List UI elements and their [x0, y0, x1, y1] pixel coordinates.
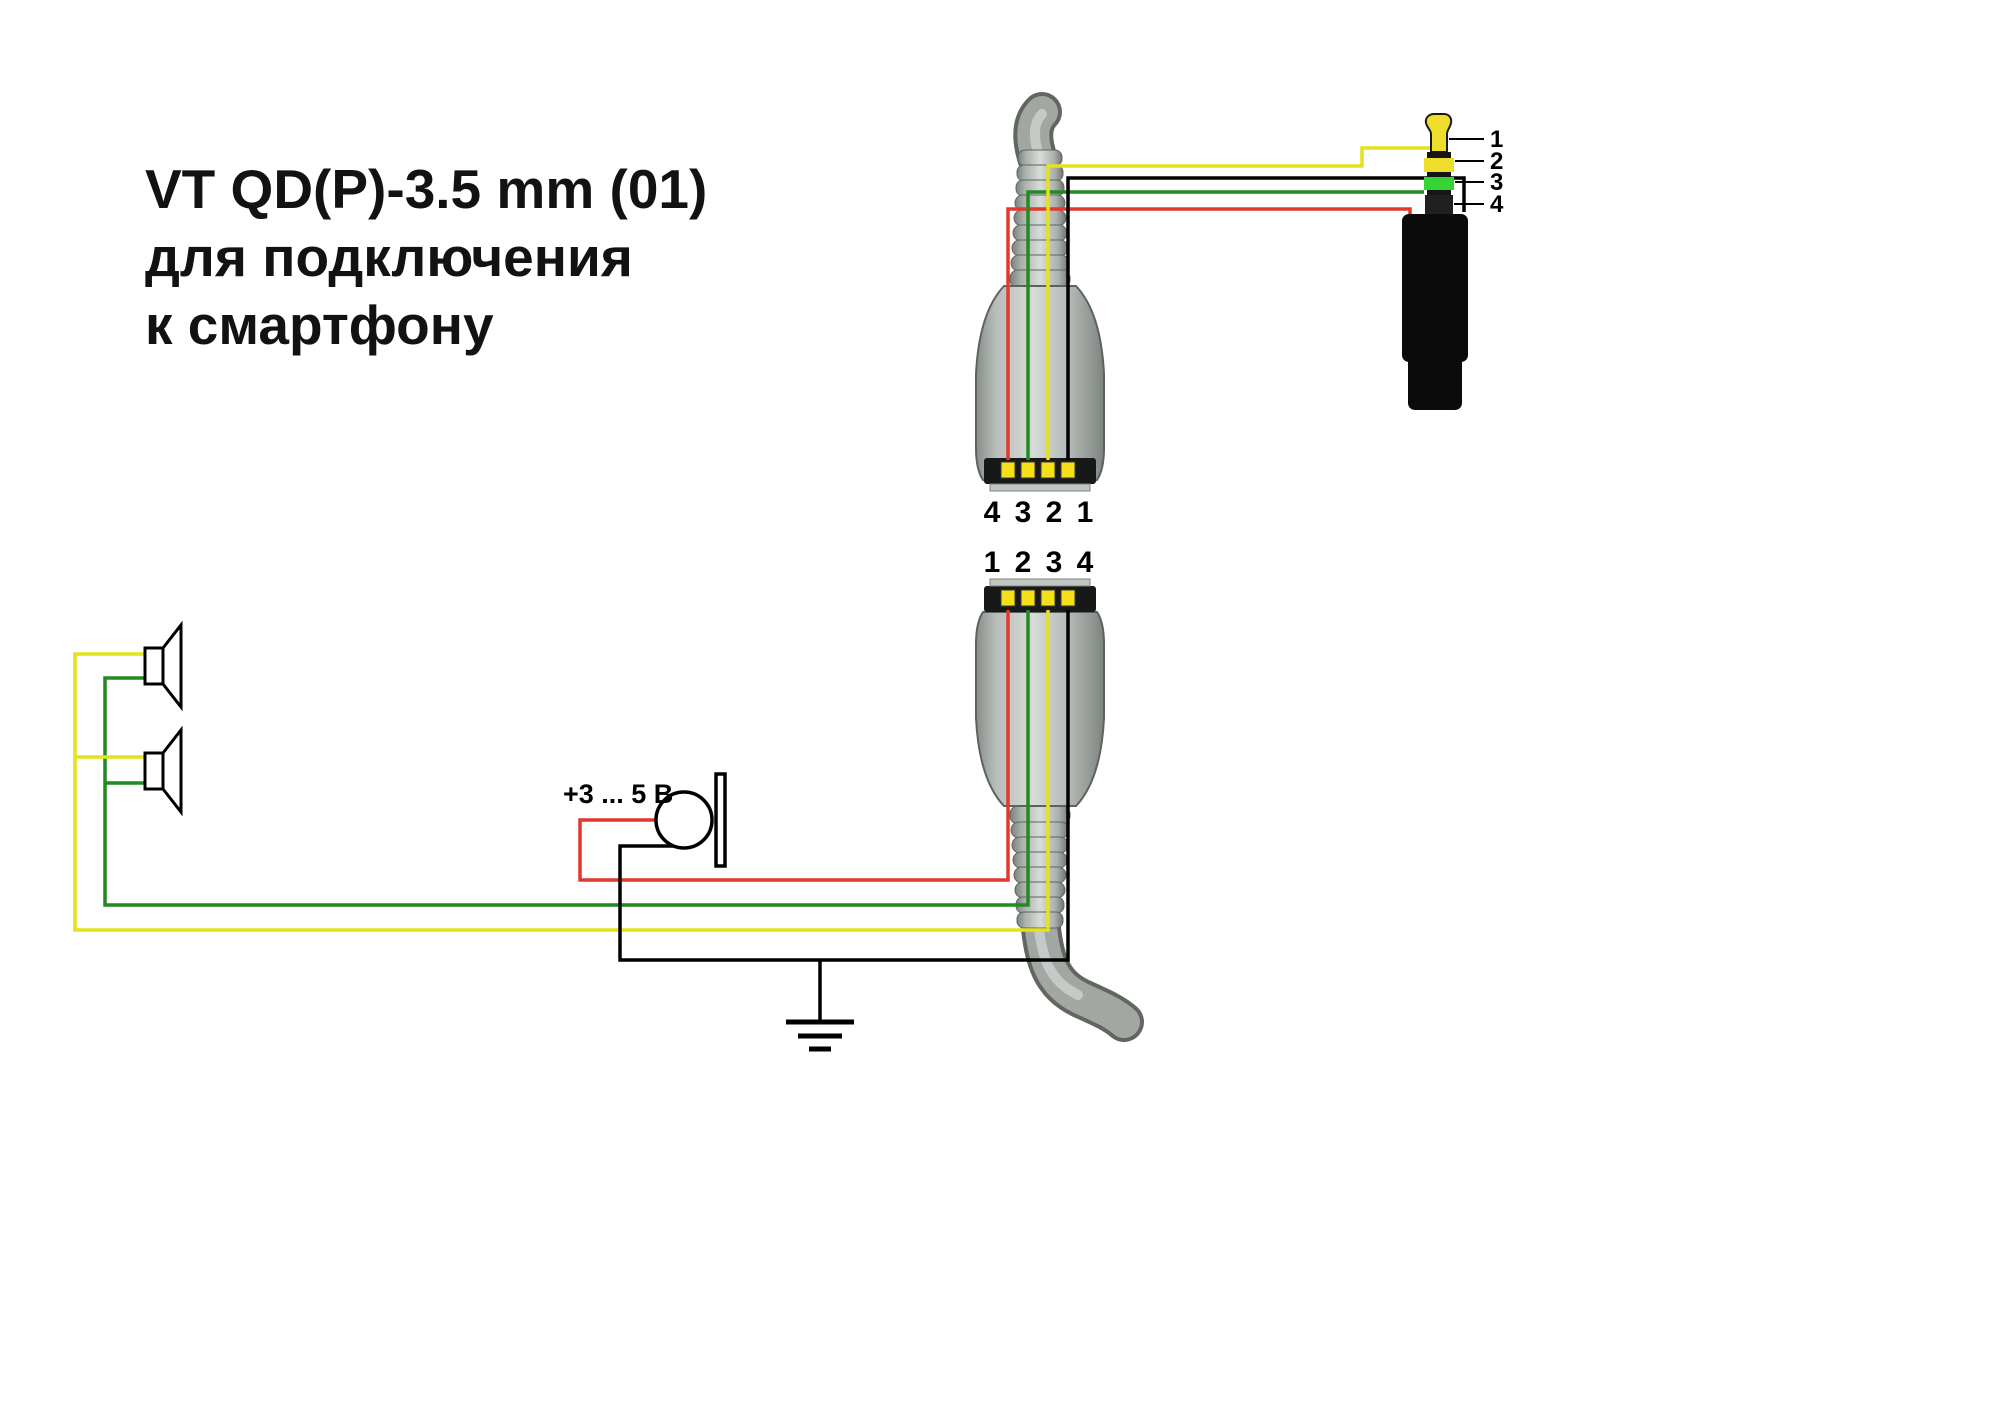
rib — [1016, 911, 1064, 929]
speaker-driver — [143, 751, 165, 791]
top-connector-body — [975, 285, 1105, 481]
title-line-2: для подключения — [145, 226, 633, 288]
microphone-capsule — [654, 790, 714, 850]
mic-voltage-label: +3 ... 5 В — [563, 779, 673, 809]
microphone: +3 ... 5 В — [563, 772, 727, 868]
bottom-pin-numbers: 1 2 3 4 — [984, 546, 1097, 579]
rib — [1010, 821, 1070, 839]
bottom-contacts — [1000, 589, 1076, 607]
rib — [1009, 805, 1071, 825]
top-contacts — [1000, 461, 1076, 479]
speaker-driver — [143, 646, 165, 686]
jack-separator-ring — [1427, 190, 1451, 195]
jack-label-3: 3 — [1490, 169, 1503, 196]
wire-green-speakers — [103, 610, 1030, 907]
rib — [1017, 149, 1063, 167]
wire-yellow-speakers — [73, 610, 1050, 932]
wire-black-ground — [618, 610, 1070, 1022]
speaker-cone — [161, 620, 183, 712]
speaker-top — [143, 620, 183, 712]
bottom-contact-lip — [989, 578, 1091, 587]
rib — [1012, 851, 1068, 869]
jack-ring-3 — [1424, 177, 1454, 190]
jack-label-4: 4 — [1490, 191, 1504, 218]
jack-body — [1402, 214, 1468, 362]
top-strain-relief — [1009, 149, 1071, 289]
jack-collar — [1425, 195, 1453, 215]
contact-pin-2 — [1040, 461, 1056, 479]
contact-pin-3 — [1040, 589, 1056, 607]
top-contact-lip — [989, 483, 1091, 492]
contact-pin-4 — [1060, 589, 1076, 607]
contact-pin-1 — [1000, 589, 1016, 607]
contact-pin-3 — [1020, 461, 1036, 479]
bottom-connector-body — [975, 611, 1105, 807]
jack-label-1: 1 — [1490, 126, 1503, 153]
jack-tip — [1424, 113, 1453, 153]
jack-label-2: 2 — [1490, 148, 1503, 175]
trrs-jack-plug: 1 2 3 4 — [1402, 113, 1504, 410]
wire-green-top — [1026, 190, 1424, 460]
jack-separator-ring — [1427, 152, 1451, 158]
jack-separator-ring — [1427, 172, 1451, 177]
title-line-1: VT QD(P)-3.5 mm (01) — [145, 158, 707, 220]
title-line-3: к смартфону — [145, 294, 494, 356]
wire-black-top — [1066, 176, 1466, 460]
contact-pin-4 — [1000, 461, 1016, 479]
wire-yellow-top — [1046, 124, 1436, 460]
rib — [1014, 881, 1066, 899]
top-qd-connector: 4 3 2 1 — [975, 92, 1105, 529]
microphone-plate — [714, 772, 727, 868]
bottom-cable-highlight — [1033, 917, 1083, 1000]
rib — [1011, 836, 1069, 854]
contact-pin-2 — [1020, 589, 1036, 607]
speaker-bottom — [143, 725, 183, 817]
ground-symbol — [786, 1019, 854, 1052]
wire-red-mic — [578, 610, 1010, 882]
jack-pin-labels: 1 2 3 4 — [1449, 126, 1504, 218]
speaker-cone — [161, 725, 183, 817]
diagram-title: VT QD(P)-3.5 mm (01) для подключения к с… — [145, 158, 707, 356]
bottom-strain-relief — [1009, 805, 1071, 929]
jack-body-lower — [1408, 356, 1462, 410]
rib — [1013, 209, 1067, 227]
rib — [1010, 254, 1070, 272]
contact-pin-1 — [1060, 461, 1076, 479]
jack-ring-2 — [1424, 158, 1454, 172]
top-pin-numbers: 4 3 2 1 — [984, 496, 1097, 529]
wire-red-top — [1006, 207, 1412, 460]
bottom-wires — [73, 610, 1070, 1022]
rib — [1012, 224, 1068, 242]
bottom-qd-connector: 1 2 3 4 — [975, 546, 1144, 1042]
rib — [1011, 239, 1069, 257]
rib — [1013, 866, 1067, 884]
